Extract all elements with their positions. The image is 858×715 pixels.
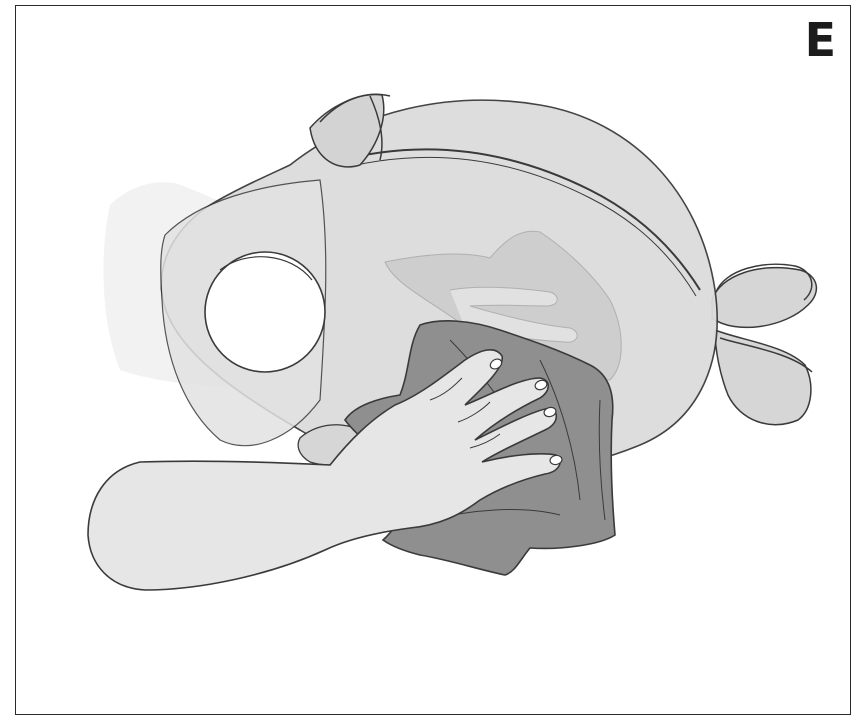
bowl-tail-fins: [712, 264, 816, 424]
bowl-window: [205, 252, 325, 372]
